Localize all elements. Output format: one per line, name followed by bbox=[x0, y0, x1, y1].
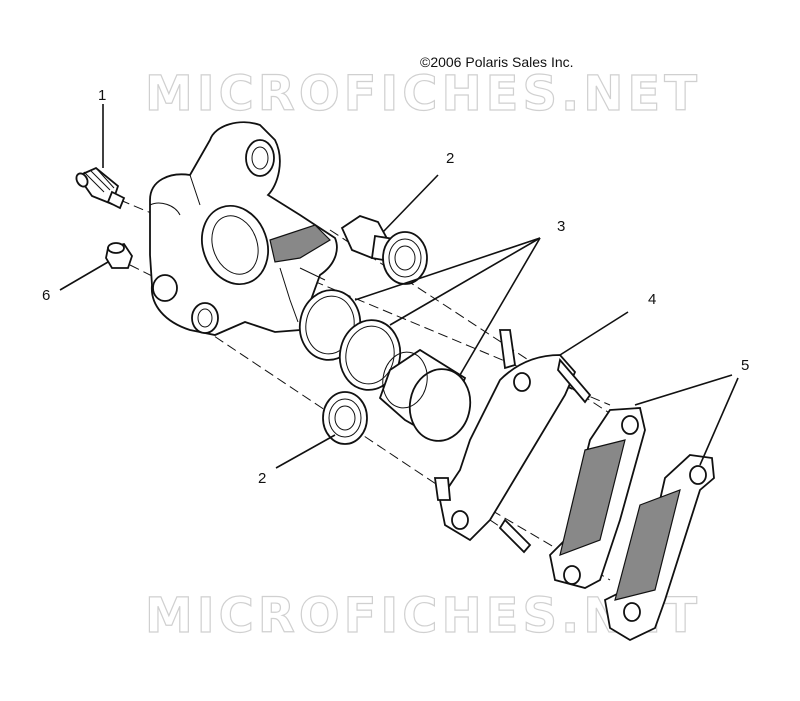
piston-seal-inner bbox=[338, 319, 402, 391]
lower-guide-pin-boot bbox=[322, 391, 368, 445]
callout-2-lower: 2 bbox=[258, 470, 266, 487]
caliper-bracket bbox=[433, 329, 592, 554]
brake-pad-outer bbox=[549, 407, 646, 589]
callout-5: 5 bbox=[741, 357, 749, 374]
upper-guide-pin bbox=[340, 215, 428, 285]
watermark-top: MICROFICHES.NET bbox=[145, 66, 701, 122]
callout-4: 4 bbox=[648, 291, 656, 308]
caliper-housing bbox=[149, 121, 338, 336]
callout-2-upper: 2 bbox=[446, 150, 454, 167]
piston bbox=[378, 348, 472, 442]
bleeder-screw bbox=[75, 166, 126, 210]
bleeder-cap bbox=[105, 242, 133, 269]
callout-labels: 1 2 3 4 5 2 6 bbox=[42, 87, 749, 487]
leader-lines bbox=[59, 104, 739, 469]
copyright-text: ©2006 Polaris Sales Inc. bbox=[420, 54, 574, 70]
callout-1: 1 bbox=[98, 87, 106, 104]
callout-6: 6 bbox=[42, 287, 50, 304]
brake-pad-inner bbox=[603, 454, 715, 642]
callout-3: 3 bbox=[557, 218, 565, 235]
watermark-bottom: MICROFICHES.NET bbox=[145, 588, 701, 644]
